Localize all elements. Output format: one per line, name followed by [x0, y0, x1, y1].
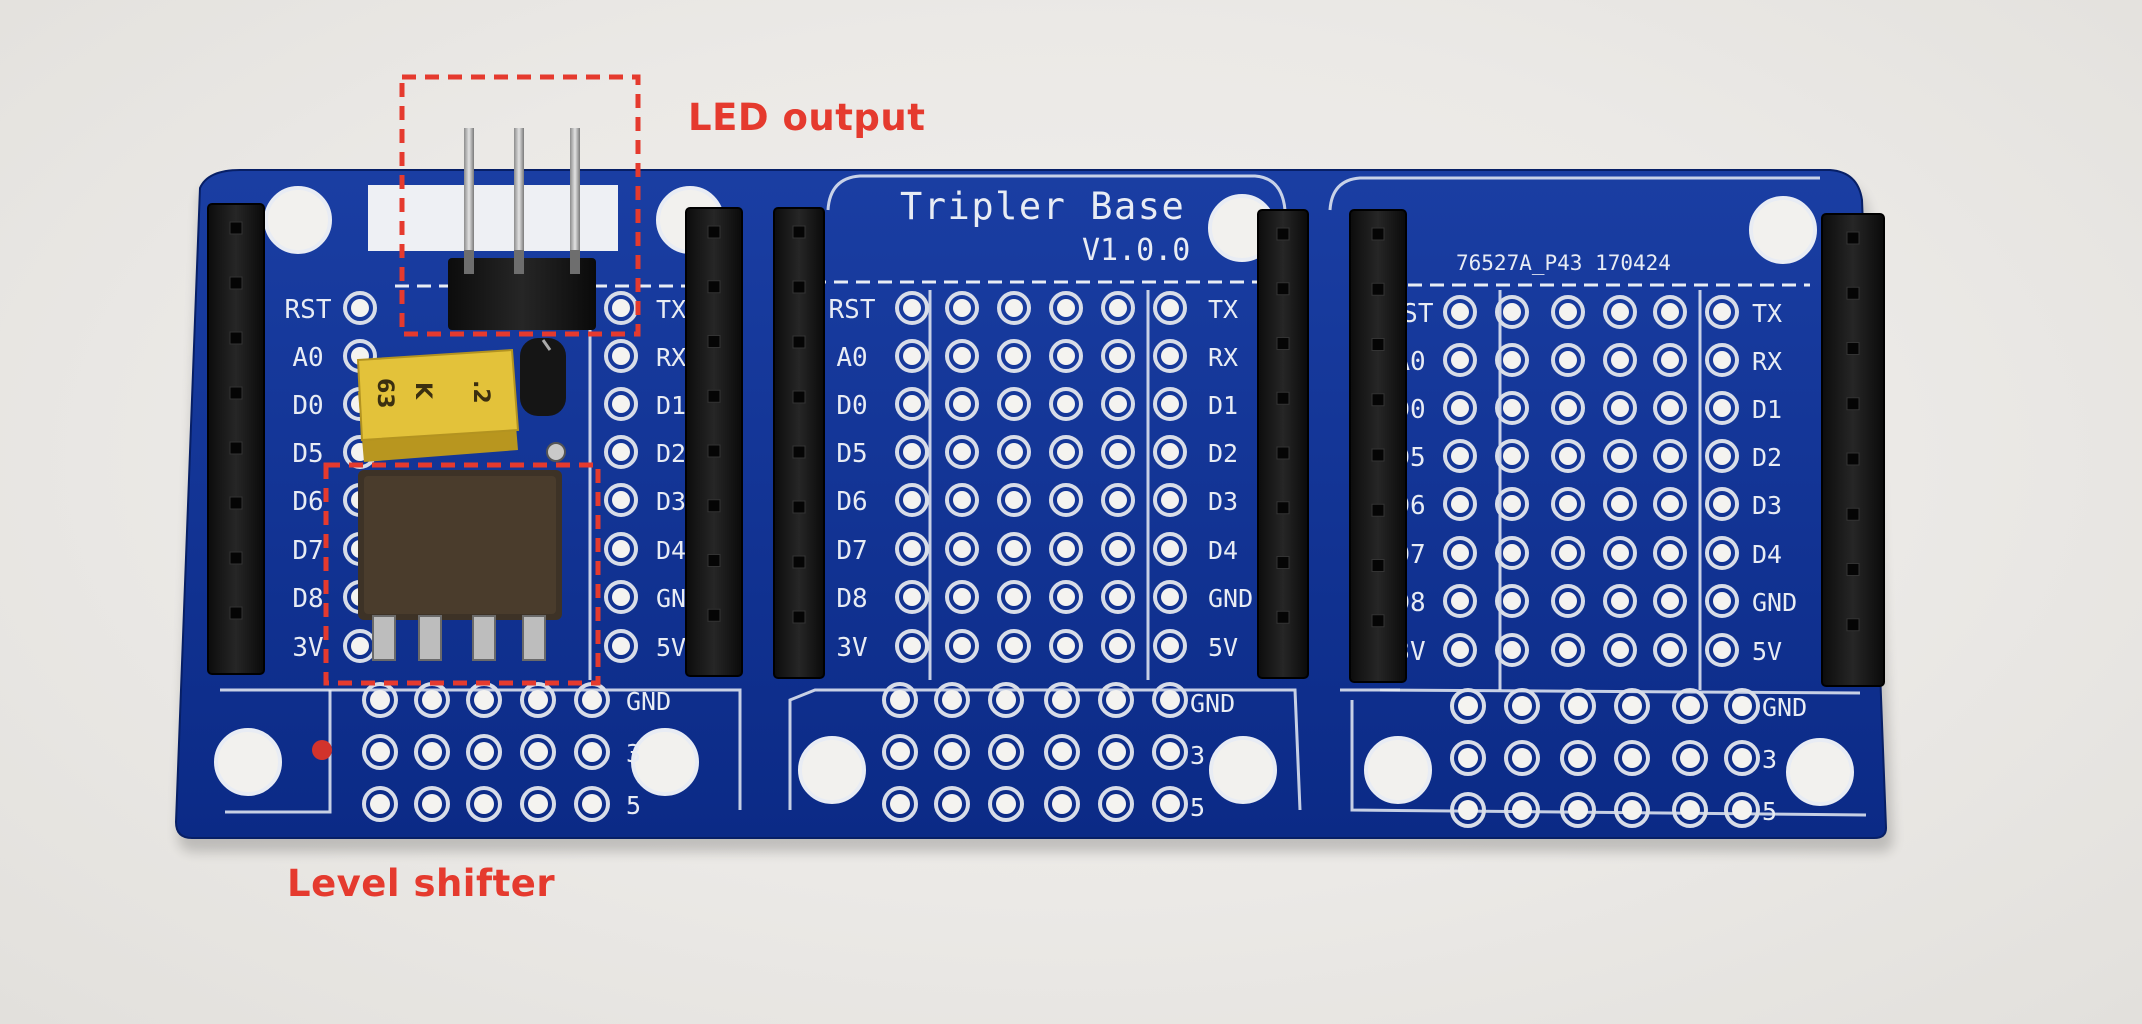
right-rail-label: 3	[1762, 745, 1777, 774]
right-right-pin-label: D1	[1752, 395, 1782, 424]
left-right-pin-label: 5V	[656, 633, 686, 662]
right-right-pin-label: D4	[1752, 540, 1782, 569]
mid-left-pin-label: D5	[836, 439, 867, 469]
led-output-box	[399, 74, 641, 337]
left-rail-label: GND	[626, 687, 671, 716]
capacitor-marking-left: 63	[372, 378, 397, 409]
left-pin-label: RST	[285, 295, 332, 325]
capacitor: 63 K .2	[356, 348, 520, 462]
mid-rail-label: 3	[1190, 741, 1205, 770]
mid-rail-label: GND	[1190, 689, 1235, 718]
mid-left-pin-label: D8	[836, 584, 867, 614]
right-right-pin-label: 5V	[1752, 637, 1782, 666]
silk-label-block	[368, 185, 618, 251]
mid-right-pin-label: D1	[1208, 391, 1238, 420]
pcb-board	[174, 169, 1888, 839]
left-right-pin-label: TX	[656, 295, 686, 324]
right-right-pin-label: D2	[1752, 443, 1782, 472]
mid-right-pin-label: 5V	[1208, 633, 1238, 662]
transistor-lead-component	[520, 338, 566, 462]
mid-left-pin-label: D7	[836, 536, 867, 566]
right-right-pin-label: RX	[1752, 347, 1782, 376]
board-title: Tripler Base	[900, 185, 1185, 228]
level-shifter-box	[323, 462, 601, 686]
left-pin-label: 3V	[292, 633, 323, 663]
capacitor-marking-right: .2	[468, 380, 493, 404]
mid-rail-label: 5	[1190, 793, 1205, 822]
left-pin-label: D0	[292, 391, 323, 421]
left-pin-label: D5	[292, 439, 323, 469]
left-right-pin-label: D2	[656, 439, 686, 468]
mid-right-pin-label: D4	[1208, 536, 1238, 565]
right-right-pin-label: GND	[1752, 588, 1797, 617]
left-right-pin-label: D3	[656, 487, 686, 516]
left-right-pin-label: D1	[656, 391, 686, 420]
left-pin-label: D8	[292, 584, 323, 614]
pcb-body	[174, 169, 1888, 839]
board-version: V1.0.0	[1082, 233, 1190, 268]
board-title-group: Tripler Base V1.0.0 76527A_P43 170424	[900, 185, 1671, 275]
right-right-pin-label: D3	[1752, 491, 1782, 520]
left-pin-label: A0	[292, 343, 323, 373]
capacitor-marking-mid: K	[410, 382, 435, 400]
mid-left-pin-label: 3V	[836, 633, 867, 663]
level-shifter-chip	[358, 470, 562, 661]
left-right-pin-label: RX	[656, 343, 686, 372]
mid-left-pin-label: RST	[829, 295, 876, 325]
mid-left-pin-label: D6	[836, 487, 867, 517]
level-shifter-label: Level shifter	[287, 862, 556, 905]
right-right-pin-label: TX	[1752, 299, 1782, 328]
female-headers	[207, 203, 1885, 687]
left-rail-label: 5	[626, 791, 641, 820]
prototype-holes	[312, 291, 1760, 828]
mid-right-pin-label: GND	[1208, 584, 1253, 613]
right-rail-label: GND	[1762, 693, 1807, 722]
left-pin-label: D6	[292, 487, 323, 517]
led-output-label: LED output	[688, 96, 926, 139]
led-output-header	[448, 128, 596, 330]
mid-right-pin-label: D2	[1208, 439, 1238, 468]
left-rail-label: 3	[626, 739, 641, 768]
right-rail-label: 5	[1762, 797, 1777, 826]
mid-right-pin-label: TX	[1208, 295, 1238, 324]
left-pin-label: D7	[292, 536, 323, 566]
left-right-pin-label: D4	[656, 536, 686, 565]
mid-left-pin-label: D0	[836, 391, 867, 421]
mid-right-pin-label: D3	[1208, 487, 1238, 516]
mid-right-pin-label: RX	[1208, 343, 1238, 372]
mid-left-pin-label: A0	[836, 343, 867, 373]
board-part-code: 76527A_P43 170424	[1456, 251, 1671, 275]
annotation-boxes	[323, 74, 641, 686]
